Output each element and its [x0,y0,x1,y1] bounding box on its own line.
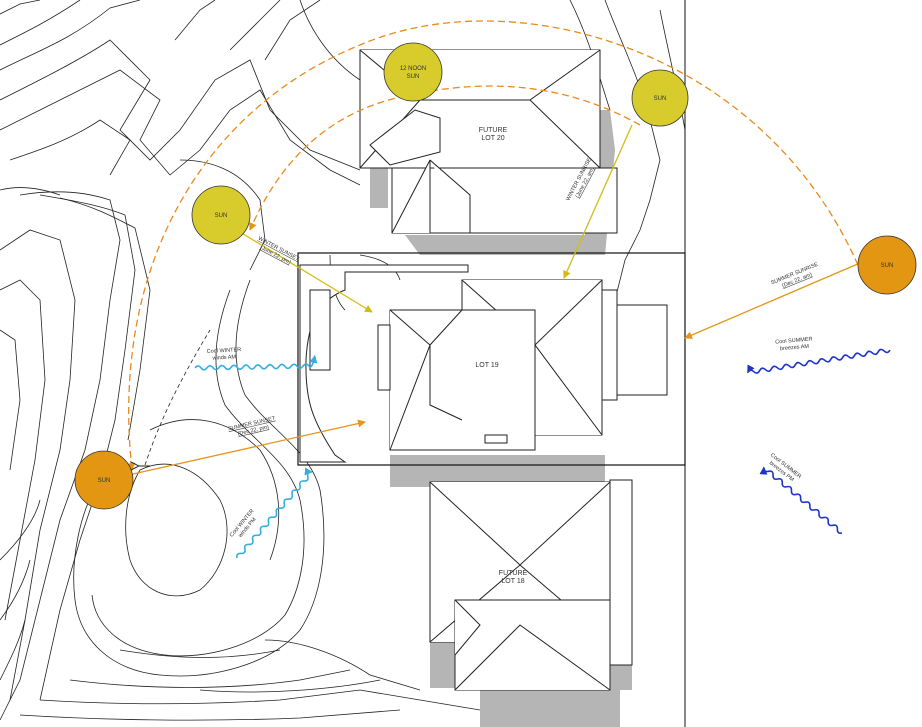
winter-sunset-ray [239,231,373,313]
summer-sunrise-ray [684,262,861,339]
lot19-building [299,264,668,463]
cool-summer-am-text: Cool SUMMER [775,336,813,345]
summer-sun-arc [127,20,859,471]
sun-winter-set-label: SUN [215,213,228,219]
lot19-label: LOT 19 [475,362,498,369]
cool-winter-am-annotation: Cool WINTER winds AM [207,347,242,362]
summer-sunset-ray [132,419,366,475]
cool-winter-pm-annotation: Cool WINTER winds PM [229,508,258,540]
lot20-label-line1: FUTURE [479,127,508,134]
sun-summer-rise: SUN [857,235,917,295]
wind-winter-am [194,354,318,371]
cool-winter-am-text: Cool WINTER [207,347,242,355]
cool-winter-am-sub: winds AM [211,354,236,361]
lot18-label-line1: FUTURE [499,570,528,577]
sun-summer-set: SUN [74,450,134,510]
sun-winter-set: SUN [191,185,251,245]
sun-noon-label: 12 NOON [400,66,426,72]
wind-winter-pm [236,467,313,559]
sun-summer-rise-label: SUN [881,263,894,269]
winter-sunrise-ray [563,124,633,279]
cool-summer-pm-annotation: Cool SUMMER breezes PM [768,452,802,483]
wind-summer-am [747,348,891,374]
summer-sunrise-annotation: SUMMER SUNRISE (Dec 22, am) [770,262,819,290]
sun-summer-set-label: SUN [98,478,111,484]
future-lot18-building [429,479,633,691]
cool-summer-am-annotation: Cool SUMMER breezes AM [775,336,813,352]
lot19-boundary [297,252,686,466]
sun-noon: 12 NOON SUN [383,42,443,102]
sun-noon-sub: SUN [407,74,420,80]
cool-summer-am-sub: breezes AM [780,344,810,353]
lot18-label-line2: LOT 18 [501,578,524,585]
dashed-contour [144,329,211,466]
sun-winter-rise-label: SUN [654,96,667,102]
wind-summer-pm [759,466,843,534]
lot20-label-line2: LOT 20 [481,135,504,142]
sun-winter-rise: SUN [631,69,689,127]
